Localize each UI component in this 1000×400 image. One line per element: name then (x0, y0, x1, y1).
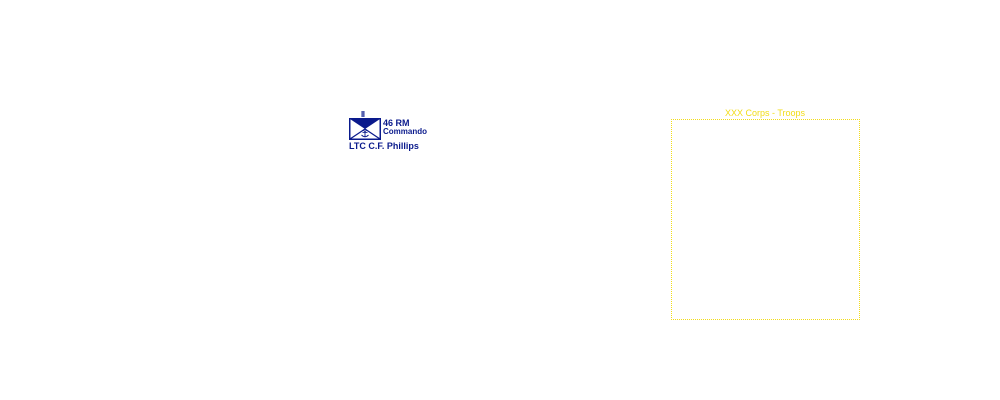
unit-type: Commando (383, 127, 427, 136)
unit-commander: LTC C.F. Phillips (349, 141, 419, 151)
echelon-indicator: II (361, 110, 365, 119)
marine-commando-battalion-icon (349, 118, 381, 140)
group-label: XXX Corps - Troops (724, 108, 806, 118)
group-box-xxx-corps-troops[interactable] (671, 119, 860, 320)
unit-marker-46-rm-commando[interactable]: II 46 RM Commando LTC C.F. Phillips (349, 111, 459, 153)
unit-name: 46 RM (383, 118, 410, 128)
